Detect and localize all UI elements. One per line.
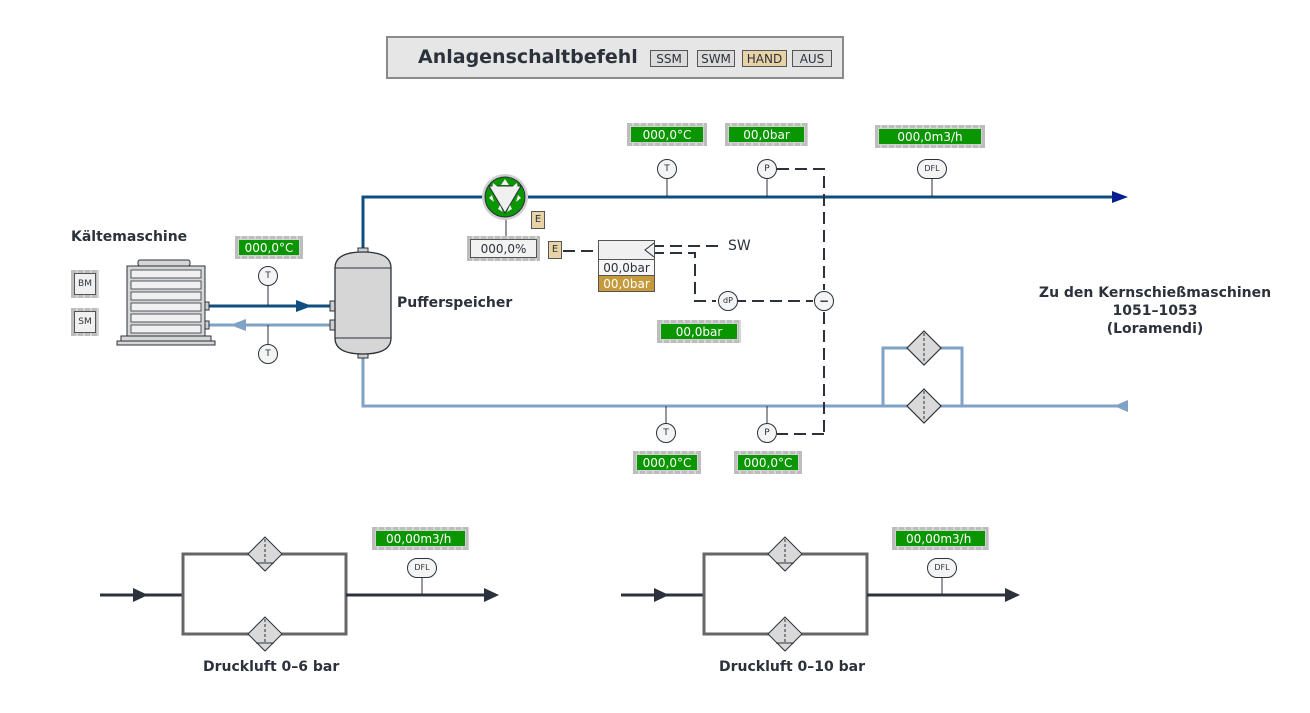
controller-header: [598, 240, 655, 260]
status-sm-label: SM: [74, 311, 96, 333]
chiller-supply-arrow-icon: [296, 300, 312, 312]
chiller-supply-temp-readout[interactable]: 000,0°C: [235, 236, 303, 259]
supply-temp-readout[interactable]: 000,0°C: [627, 123, 707, 146]
air-out-arrow-icon: [1005, 588, 1020, 602]
diff-pressure-sensor[interactable]: dP: [718, 291, 738, 311]
setpoint-sw-label: SW: [728, 238, 751, 254]
air2-flow-readout[interactable]: 00,00m3/h: [892, 527, 989, 550]
mode-button-swm[interactable]: SWM: [697, 50, 735, 67]
sensor-stems: [267, 179, 933, 424]
destination-line-3: (Loramendi): [1106, 321, 1204, 337]
air-in-arrow-icon: [654, 588, 669, 602]
chiller-return-temp-sensor[interactable]: T: [258, 344, 278, 364]
pump-e-indicator-upper[interactable]: E: [531, 211, 545, 229]
pump-speed-readout[interactable]: 000,0%: [467, 236, 540, 261]
pump-e-indicator-lower[interactable]: E: [548, 241, 562, 259]
diff-pressure-readout[interactable]: 00,0bar: [657, 320, 741, 343]
supply-flow-readout[interactable]: 000,0m3/h: [875, 125, 985, 148]
air1-flow-readout[interactable]: 00,00m3/h: [372, 527, 469, 550]
pump-icon[interactable]: [482, 174, 528, 220]
air-out-arrow-icon: [484, 588, 499, 602]
supply-arrow-icon: [1112, 191, 1128, 203]
return-filter-upper: [906, 330, 942, 366]
signal-lines: [563, 168, 825, 435]
destination-line-1: Zu den Kernschießmaschinen: [1038, 285, 1272, 301]
mode-button-ssm[interactable]: SSM: [650, 50, 688, 67]
air-filter-lower: [767, 616, 803, 652]
supply-pressure-readout[interactable]: 00,0bar: [725, 123, 808, 146]
mode-button-hand[interactable]: HAND: [742, 50, 787, 67]
chiller-supply-temp-sensor[interactable]: T: [258, 266, 278, 286]
command-title: Anlagenschaltbefehl: [418, 46, 638, 68]
air-system-1: [100, 536, 499, 652]
air-filter-lower: [247, 616, 283, 652]
chiller-return-arrow-icon: [230, 319, 246, 331]
status-bm-label: BM: [74, 273, 96, 295]
air1-flow-sensor[interactable]: DFL: [407, 558, 437, 578]
mode-button-aus[interactable]: AUS: [792, 50, 832, 67]
supply-pressure-sensor[interactable]: P: [757, 159, 777, 179]
air2-flow-sensor[interactable]: DFL: [927, 558, 957, 578]
air1-title: Druckluft 0–6 bar: [203, 659, 340, 675]
destination-line-2: 1051–1053: [1112, 303, 1198, 319]
supply-temp-sensor[interactable]: T: [657, 159, 677, 179]
return-pressure-readout[interactable]: 000,0°C: [734, 451, 802, 474]
return-temp-sensor[interactable]: T: [656, 423, 676, 443]
air2-title: Druckluft 0–10 bar: [719, 659, 865, 675]
status-bm-box[interactable]: BM: [71, 270, 99, 298]
controller-actual-value: 00,0bar: [598, 260, 655, 276]
supply-flow-sensor[interactable]: DFL: [917, 159, 947, 179]
chiller-title: Kältemaschine: [71, 229, 188, 245]
subtract-icon: −: [814, 291, 834, 311]
controller-setpoint-value[interactable]: 00,0bar: [598, 276, 655, 292]
controller-input-icon: [644, 242, 654, 258]
chiller-unit: [116, 259, 216, 346]
air-filter-upper: [247, 536, 283, 572]
buffer-title: Pufferspeicher: [397, 295, 513, 311]
return-filter-lower: [906, 388, 942, 424]
air-in-arrow-icon: [133, 588, 148, 602]
return-pressure-sensor[interactable]: P: [757, 423, 777, 443]
buffer-tank: [329, 247, 392, 359]
return-arrow-icon: [1114, 400, 1128, 412]
return-temp-readout[interactable]: 000,0°C: [633, 451, 701, 474]
supply-line: [208, 191, 1128, 312]
status-sm-box[interactable]: SM: [71, 308, 99, 336]
pressure-controller[interactable]: 00,0bar 00,0bar: [598, 240, 655, 292]
air-filter-upper: [767, 536, 803, 572]
system-command-panel: Anlagenschaltbefehl SSM SWM HAND AUS: [386, 36, 844, 79]
destination-label: Zu den Kernschießmaschinen 1051–1053 (Lo…: [1030, 284, 1280, 338]
air-system-2: [621, 536, 1020, 652]
